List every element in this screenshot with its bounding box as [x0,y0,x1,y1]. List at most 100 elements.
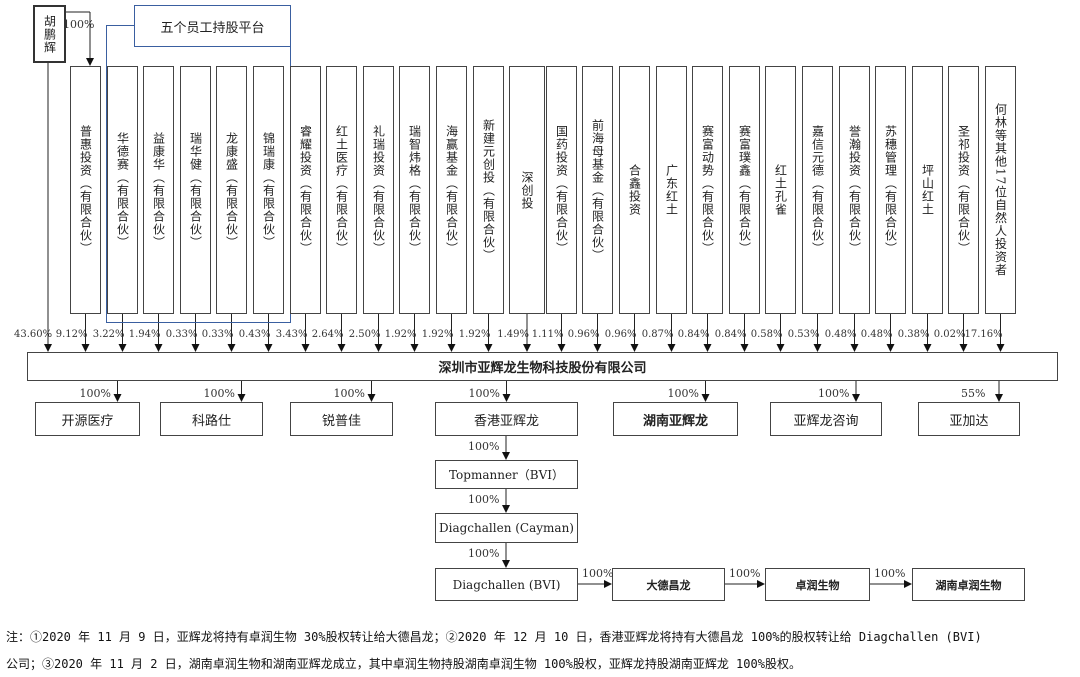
shareholder-box: 红土孔雀 [765,66,796,314]
shareholder-name: 合鑫投资 [627,164,642,216]
chain-box: 卓润生物 [765,568,870,601]
shareholder-name: 圣祁投资（有限合伙） [956,125,971,255]
subsidiary-name: 湖南亚辉龙 [642,413,708,429]
shareholder-name: 国药投资（有限合伙） [554,125,569,255]
shareholder-box: 礼瑞投资（有限合伙） [363,66,394,314]
chain-name: 大德昌龙 [646,578,691,592]
shareholder-pct: 0.48% [824,329,857,340]
shareholder-name: 何林等其他17位自然人投资者 [993,103,1008,277]
chain-pct: 100% [874,567,906,580]
shareholder-pct: 1.92% [421,329,454,340]
shareholder-name: 益康华（有限合伙） [151,131,166,249]
shareholder-pct: 0.84% [714,329,747,340]
chain-box: Diagchallen (BVI) [435,568,578,601]
esop-group-label: 五个员工持股平台 [160,20,265,36]
shareholder-name: 誉瀚投资（有限合伙） [847,125,862,255]
shareholder-name: 苏穗管理（有限合伙） [883,125,898,255]
shareholder-pct: 0.87% [641,329,674,340]
shareholder-name: 华德赛（有限合伙） [115,131,130,249]
subsidiary-box: 亚加达 [918,402,1020,436]
shareholder-box: 圣祁投资（有限合伙） [948,66,979,314]
shareholder-pct: 2.64% [311,329,344,340]
subsidiary-name: 科路仕 [191,413,231,429]
founder-name: 胡鹏辉 [42,14,57,54]
subsidiary-pct: 100% [333,387,365,400]
shareholder-box: 坪山红土 [912,66,943,314]
subsidiary-name: 开源医疗 [61,413,114,429]
shareholder-name: 海赢基金（有限合伙） [444,125,459,255]
chain-name: 湖南卓润生物 [935,578,1002,592]
shareholder-box: 前海母基金（有限合伙） [582,66,613,314]
shareholder-name: 普惠投资（有限合伙） [78,125,93,255]
shareholder-pct: 3.22% [92,329,125,340]
founder-box: 胡鹏辉 [33,5,66,63]
shareholder-name: 瑞华健（有限合伙） [188,131,203,249]
shareholder-pct: 0.02% [933,329,966,340]
subsidiary-pct: 100% [667,387,699,400]
shareholder-box: 龙康盛（有限合伙） [216,66,247,314]
shareholder-pct: 1.94% [128,329,161,340]
subsidiary-box: 开源医疗 [35,402,140,436]
shareholder-pct: 2.50% [348,329,381,340]
shareholder-pct: 9.12% [55,329,88,340]
shareholder-box: 睿耀投资（有限合伙） [290,66,321,314]
shareholder-box: 瑞华健（有限合伙） [180,66,211,314]
shareholder-name: 广东红土 [664,164,679,216]
subsidiary-name: 亚辉龙咨询 [793,413,859,429]
shareholder-box: 国药投资（有限合伙） [546,66,577,314]
shareholder-pct: 0.33% [165,329,198,340]
note-line-2: 公司；③2020 年 11 月 2 日，湖南卓润生物和湖南亚辉龙成立，其中卓润生… [6,657,801,671]
chain-name: Diagchallen (BVI) [452,577,561,592]
shareholder-pct: 1.92% [384,329,417,340]
shareholder-box: 锦瑞康（有限合伙） [253,66,284,314]
shareholder-name: 红土医疗（有限合伙） [334,125,349,255]
founder-puhui-pct: 100% [63,18,95,31]
shareholder-box: 苏穗管理（有限合伙） [875,66,906,314]
subsidiary-pct: 100% [818,387,850,400]
subsidiary-name: 锐普佳 [321,413,361,429]
subsidiary-box: 湖南亚辉龙 [613,402,738,436]
chain-pct: 100% [582,567,614,580]
shareholder-name: 红土孔雀 [773,164,788,216]
shareholder-name: 瑞智炜格（有限合伙） [407,125,422,255]
shareholder-pct: 1.49% [497,329,529,340]
chain-box: Topmanner（BVI） [435,460,578,489]
shareholder-box: 合鑫投资 [619,66,650,314]
chain-box: 湖南卓润生物 [912,568,1025,601]
company-box: 深圳市亚辉龙生物科技股份有限公司 [27,352,1058,381]
shareholder-box: 广东红土 [656,66,687,314]
shareholder-pct: 0.43% [238,329,271,340]
chain-name: 卓润生物 [795,578,840,592]
shareholder-box: 深创投 [509,66,545,314]
chain-pct: 100% [468,440,500,453]
chain-box: Diagchallen (Cayman) [435,513,578,543]
shareholder-pct: 0.84% [677,329,710,340]
shareholder-name: 坪山红土 [920,164,935,216]
shareholder-pct: 0.53% [787,329,820,340]
shareholder-pct: 0.58% [750,329,783,340]
shareholder-name: 锦瑞康（有限合伙） [261,131,276,249]
shareholder-box: 赛富动势（有限合伙） [692,66,723,314]
shareholder-name: 赛富动势（有限合伙） [700,125,715,255]
subsidiary-name: 亚加达 [949,413,989,429]
subsidiary-box: 亚辉龙咨询 [770,402,882,436]
company-name: 深圳市亚辉龙生物科技股份有限公司 [438,361,647,376]
shareholder-box: 嘉信元德（有限合伙） [802,66,833,314]
shareholder-pct: 1.11% [531,329,564,340]
subsidiary-name: 香港亚辉龙 [473,413,539,429]
shareholder-pct: 0.38% [897,329,930,340]
subsidiary-box: 锐普佳 [290,402,393,436]
shareholder-box: 普惠投资（有限合伙） [70,66,101,314]
shareholder-box: 瑞智炜格（有限合伙） [399,66,430,314]
chain-pct: 100% [729,567,761,580]
shareholder-pct: 17.16% [964,329,1003,340]
chain-box: 大德昌龙 [612,568,725,601]
shareholder-box: 赛富璞鑫（有限合伙） [729,66,760,314]
shareholder-name: 嘉信元德（有限合伙） [810,125,825,255]
chain-name: Diagchallen (Cayman) [439,521,574,535]
shareholder-pct: 3.43% [275,329,308,340]
shareholder-name: 礼瑞投资（有限合伙） [371,125,386,255]
shareholder-box: 海赢基金（有限合伙） [436,66,467,314]
